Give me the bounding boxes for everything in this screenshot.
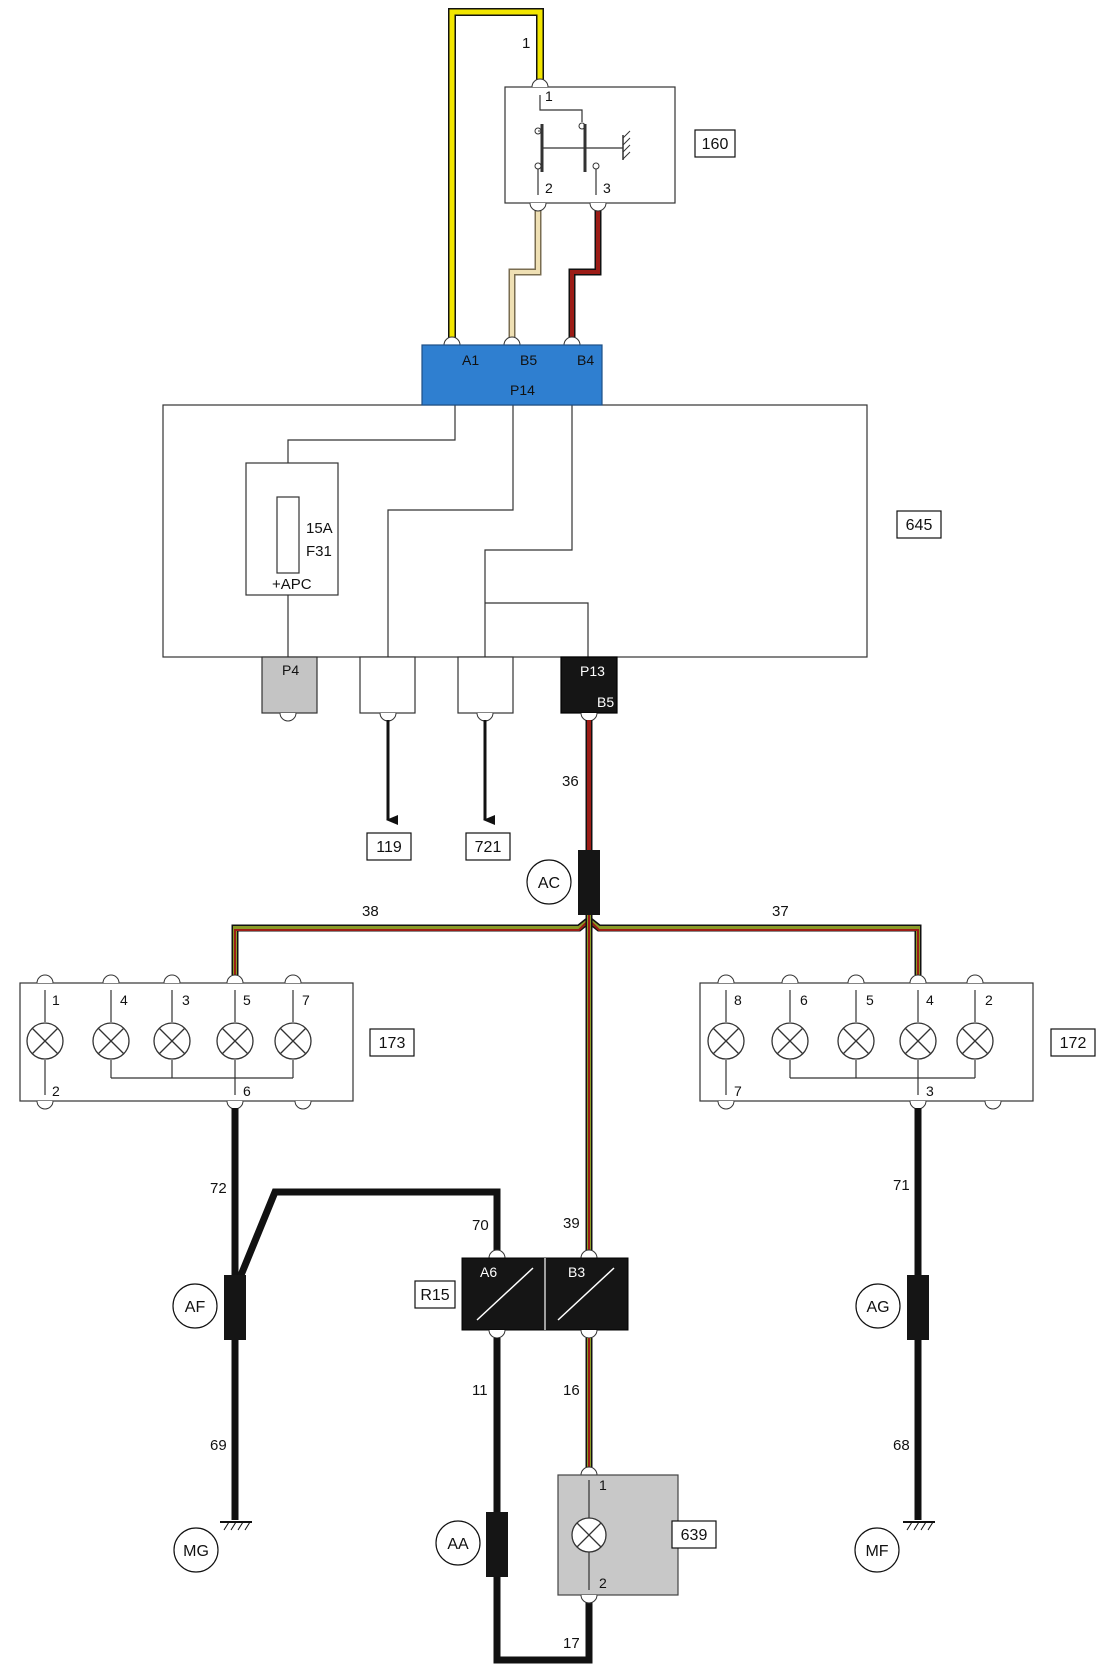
wire-b4-pin3 <box>568 210 602 345</box>
fuse-supply: +APC <box>272 576 312 593</box>
svg-text:721: 721 <box>475 839 502 856</box>
ground-mf-label: MF <box>854 1527 900 1573</box>
label-645: 645 <box>896 510 942 539</box>
splice-ac-label: AC <box>526 859 572 905</box>
wire-68-number: 68 <box>893 1437 910 1454</box>
wire-1 <box>448 8 544 345</box>
lamp-group-172: 8 6 5 4 2 7 3 <box>699 974 1034 1110</box>
svg-text:AF: AF <box>185 1299 206 1316</box>
lamp639-pin-2: 2 <box>599 1575 607 1591</box>
relay-160: 1 2 3 <box>504 78 676 212</box>
svg-text:172: 172 <box>1060 1035 1087 1052</box>
splice-af-label: AF <box>172 1283 218 1329</box>
wire-16-number: 16 <box>563 1382 580 1399</box>
svg-text:173: 173 <box>379 1035 406 1052</box>
lamp-group-173: 1 4 3 5 7 2 6 <box>19 974 354 1110</box>
splice-af <box>224 1275 246 1340</box>
wire-38 <box>231 917 592 975</box>
lamp172-pin-3: 3 <box>926 1083 934 1099</box>
wire-70 <box>235 1188 501 1282</box>
lamp173-pin-3: 3 <box>182 992 190 1008</box>
lamp173-pin-4: 4 <box>120 992 128 1008</box>
fuse-rating: 15A <box>306 520 333 537</box>
label-172: 172 <box>1050 1028 1096 1057</box>
wire-71-number: 71 <box>893 1177 910 1194</box>
wire-36-number: 36 <box>562 773 579 790</box>
svg-text:160: 160 <box>702 136 729 153</box>
lamp172-pin-5: 5 <box>866 992 874 1008</box>
svg-text:AG: AG <box>866 1299 889 1316</box>
svg-text:B5: B5 <box>597 694 614 710</box>
lamp-639: 1 2 <box>557 1466 679 1604</box>
lamp173-pin-5: 5 <box>243 992 251 1008</box>
svg-text:MG: MG <box>183 1543 209 1560</box>
ground-mf-symbol <box>903 1521 935 1531</box>
wire-69-number: 69 <box>210 1437 227 1454</box>
p14-pin-b4: B4 <box>577 352 594 368</box>
wire-72-number: 72 <box>210 1180 227 1197</box>
label-639: 639 <box>671 1520 717 1549</box>
svg-text:645: 645 <box>906 517 933 534</box>
p14-pin-b5: B5 <box>520 352 537 368</box>
connector-p4: P4 <box>261 656 318 722</box>
lamp173-pin-6: 6 <box>243 1083 251 1099</box>
wire-b5-pin2 <box>508 210 542 345</box>
svg-text:R15: R15 <box>420 1287 449 1304</box>
fuse-name: F31 <box>306 543 332 560</box>
relay-160-pin-3: 3 <box>603 180 611 196</box>
splice-aa <box>486 1512 508 1577</box>
label-173: 173 <box>369 1028 415 1057</box>
module-645: 15A F31 +APC <box>162 404 868 658</box>
wire-11-number: 11 <box>472 1382 488 1399</box>
connector-p14: A1 B5 B4 P14 <box>421 336 603 406</box>
lamp173-pin-2: 2 <box>52 1083 60 1099</box>
splice-ag <box>907 1275 929 1340</box>
wire-38-number: 38 <box>362 903 379 920</box>
relay-160-pin-1: 1 <box>545 88 553 104</box>
p14-pin-a1: A1 <box>462 352 479 368</box>
connector-p13: P13 B5 <box>560 656 618 722</box>
label-721: 721 <box>465 832 511 861</box>
lamp639-pin-1: 1 <box>599 1477 607 1493</box>
r15-pin-a6: A6 <box>480 1264 497 1280</box>
svg-text:639: 639 <box>681 1527 708 1544</box>
connector-119-out <box>359 656 416 722</box>
svg-text:P13: P13 <box>580 663 605 679</box>
connector-721-out <box>457 656 514 722</box>
p14-name: P14 <box>510 382 535 398</box>
label-r15: R15 <box>414 1280 456 1309</box>
lamp173-pin-1: 1 <box>52 992 60 1008</box>
relay-160-pin-2: 2 <box>545 180 553 196</box>
wire-70-number: 70 <box>472 1217 489 1234</box>
lamp173-pin-7: 7 <box>302 992 310 1008</box>
splice-ag-label: AG <box>855 1283 901 1329</box>
svg-text:AC: AC <box>538 875 560 892</box>
r15-pin-b3: B3 <box>568 1264 585 1280</box>
wire-37 <box>586 917 922 975</box>
lamp172-pin-2: 2 <box>985 992 993 1008</box>
lamp172-pin-7: 7 <box>734 1083 742 1099</box>
lamp172-pin-6: 6 <box>800 992 808 1008</box>
ground-mg-symbol <box>220 1521 252 1531</box>
splice-aa-label: AA <box>435 1520 481 1566</box>
label-119: 119 <box>366 832 412 861</box>
wire-37-number: 37 <box>772 903 789 920</box>
label-160: 160 <box>694 129 736 158</box>
wire-17-number: 17 <box>563 1635 580 1652</box>
lamp172-pin-8: 8 <box>734 992 742 1008</box>
svg-text:AA: AA <box>447 1536 469 1553</box>
svg-text:P4: P4 <box>282 662 299 678</box>
wire-1-number: 1 <box>522 35 530 52</box>
splice-ac <box>578 850 600 915</box>
wire-17 <box>493 1577 593 1664</box>
wire-39-number: 39 <box>563 1215 580 1232</box>
svg-text:119: 119 <box>376 839 402 856</box>
ground-mg-label: MG <box>173 1527 219 1573</box>
svg-text:MF: MF <box>865 1543 888 1560</box>
relay-r15: A6 B3 <box>461 1249 629 1339</box>
lamp172-pin-4: 4 <box>926 992 934 1008</box>
